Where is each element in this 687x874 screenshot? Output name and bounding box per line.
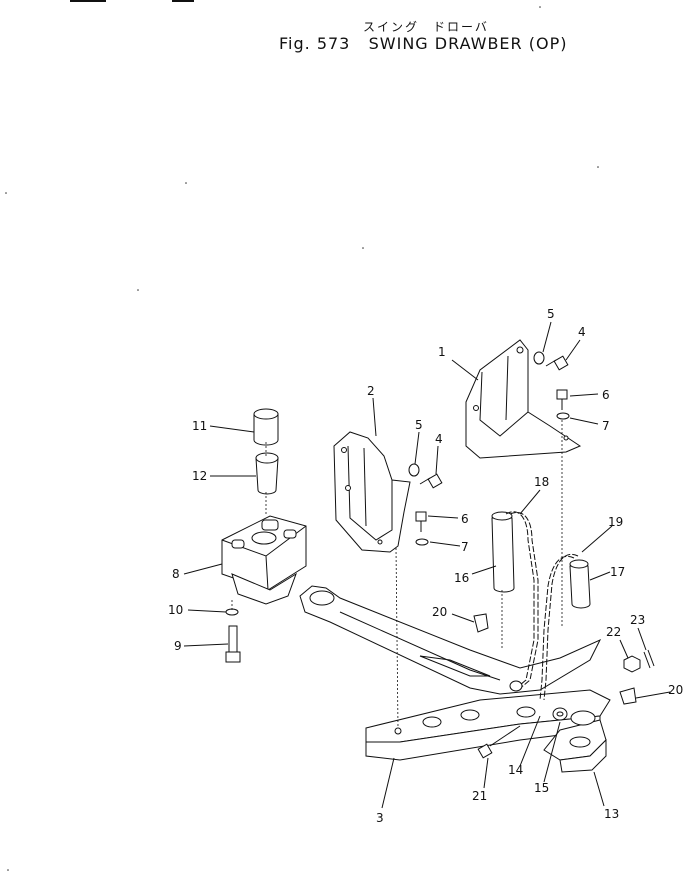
part-2-bracket [333, 431, 411, 553]
part-4-bolt-lower [419, 473, 443, 489]
part-16-pin [491, 511, 515, 593]
part-23-cotter-pin [643, 649, 655, 669]
callout-9: 9 [174, 639, 182, 653]
part-6-bolt-lower [415, 511, 427, 532]
callout-11: 11 [192, 419, 207, 433]
callout-13: 13 [604, 807, 619, 821]
figure-kana-title: スイング ドローバ [363, 20, 489, 34]
callout-20-right: 20 [668, 683, 683, 697]
callout-21: 21 [472, 789, 487, 803]
part-3-drawbar-base [299, 585, 611, 773]
part-5-washer-lower [408, 463, 420, 477]
scan-specks [5, 6, 599, 871]
callout-12: 12 [192, 469, 207, 483]
callout-16: 16 [454, 571, 469, 585]
callout-14: 14 [508, 763, 523, 777]
part-5-washer-upper [533, 351, 545, 365]
leader-lines [183, 321, 671, 809]
callout-8: 8 [172, 567, 180, 581]
callout-labels: 1 2 3 4 4 5 5 6 6 7 7 8 9 10 11 12 13 14… [168, 307, 683, 825]
callout-20-left: 20 [432, 605, 447, 619]
callout-17: 17 [610, 565, 625, 579]
callout-23: 23 [630, 613, 645, 627]
part-12-pin [255, 452, 279, 495]
part-18-chain [505, 511, 539, 691]
part-4-bolt-upper [545, 355, 569, 371]
part-9-bolt [225, 625, 241, 663]
part-14-link [509, 680, 523, 692]
callout-7-upper: 7 [602, 419, 610, 433]
callout-6-lower: 6 [461, 512, 469, 526]
part-8-block [221, 515, 307, 605]
callout-18: 18 [534, 475, 549, 489]
callout-15: 15 [534, 781, 549, 795]
callout-10: 10 [168, 603, 183, 617]
part-7-washer-upper [556, 412, 570, 420]
callout-5-upper: 5 [547, 307, 555, 321]
figure-title: Fig. 573 SWING DRAWBER (OP) [279, 34, 567, 53]
callout-2: 2 [367, 384, 375, 398]
callout-4-upper: 4 [578, 325, 586, 339]
top-edge-mark [70, 0, 106, 2]
callout-7-lower: 7 [461, 540, 469, 554]
part-22-nut [623, 655, 641, 673]
part-19-chain [539, 553, 579, 701]
part-7-washer-lower [415, 538, 429, 546]
callout-1: 1 [438, 345, 446, 359]
callout-3: 3 [376, 811, 384, 825]
callout-5-lower: 5 [415, 418, 423, 432]
alignment-lines [231, 420, 563, 729]
part-20-clip-left [473, 613, 489, 633]
part-15-link [552, 707, 568, 721]
top-edge-mark [172, 0, 194, 2]
figure-number: Fig. 573 [279, 34, 351, 53]
callout-6-upper: 6 [602, 388, 610, 402]
part-11-cap [253, 408, 279, 446]
callout-19: 19 [608, 515, 623, 529]
part-20-clip-right [619, 687, 637, 705]
part-1-bracket [465, 339, 582, 459]
figure-name: SWING DRAWBER (OP) [368, 34, 568, 53]
part-6-bolt-upper [556, 389, 568, 410]
part-21-bolt [477, 725, 521, 759]
part-17-pin [569, 559, 591, 609]
figure-header: スイング ドローバ Fig. 573 SWING DRAWBER (OP) [0, 0, 687, 60]
callout-4-lower: 4 [435, 432, 443, 446]
callout-22: 22 [606, 625, 621, 639]
